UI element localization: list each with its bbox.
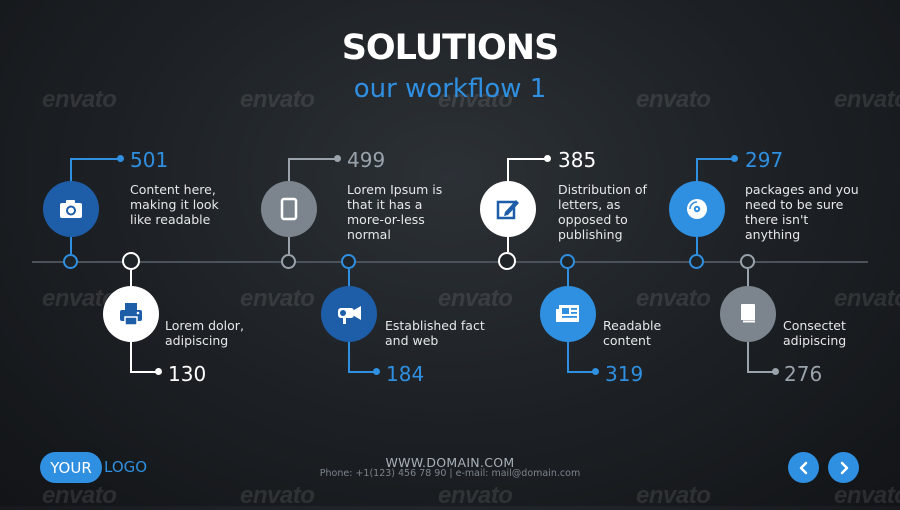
connector-line xyxy=(507,158,547,160)
step-number: 319 xyxy=(605,362,644,386)
connector-line xyxy=(348,342,350,372)
connector-line xyxy=(567,269,569,286)
connector-dot xyxy=(544,155,551,162)
step-icon-circle xyxy=(103,286,159,342)
step-number: 499 xyxy=(347,148,386,172)
timeline-dot xyxy=(689,254,704,269)
next-button[interactable] xyxy=(828,452,859,483)
timeline-line xyxy=(32,261,868,263)
connector-line xyxy=(288,158,337,160)
step-number: 385 xyxy=(558,148,597,172)
connector-line xyxy=(288,158,290,183)
tablet-icon xyxy=(280,197,298,221)
watermark: envato xyxy=(438,285,513,312)
connector-line xyxy=(288,237,290,254)
step-description: Readable content xyxy=(603,318,662,348)
connector-line xyxy=(130,270,132,286)
connector-dot xyxy=(373,368,380,375)
watermark: envato xyxy=(834,86,900,113)
step-description-line: Consectetr adipiscing xyxy=(783,318,847,348)
watermark: envato xyxy=(240,482,315,509)
website-url[interactable]: WWW.DOMAIN.COM xyxy=(385,455,515,470)
timeline-dot xyxy=(122,252,140,270)
watermark: envato xyxy=(438,86,513,113)
connector-line xyxy=(696,158,734,160)
watermark: envato xyxy=(834,285,900,312)
logo-badge[interactable]: YOUR xyxy=(40,452,102,483)
video-camera-icon xyxy=(338,306,361,324)
connector-line xyxy=(130,371,158,373)
connector-line xyxy=(130,342,132,372)
logo-text: LOGO xyxy=(104,458,148,476)
step-number: 184 xyxy=(386,362,425,386)
step-icon-circle xyxy=(321,286,377,342)
connector-dot xyxy=(334,155,341,162)
connector-line xyxy=(747,342,749,372)
connector-dot xyxy=(772,368,779,375)
connector-line xyxy=(70,158,72,183)
step-icon-circle xyxy=(480,181,536,237)
chevron-left-icon xyxy=(799,461,807,474)
watermark: envato xyxy=(636,86,711,113)
step-icon-circle xyxy=(261,181,317,237)
timeline-dot xyxy=(341,254,356,269)
camera-icon xyxy=(60,200,82,218)
step-description: Lorem Ipsum is that it has a more-or-les… xyxy=(347,182,443,242)
book-icon xyxy=(741,304,755,323)
contact-info: Phone: +1(123) 456 78 90 | e-mail: mail@… xyxy=(319,468,581,479)
step-number: 276 xyxy=(784,362,823,386)
step-number: 130 xyxy=(168,362,207,386)
step-icon-circle xyxy=(540,286,596,342)
page-title: SOLUTIONS xyxy=(341,28,560,68)
connector-line xyxy=(348,269,350,286)
connector-line xyxy=(747,371,775,373)
step-icon-circle xyxy=(720,286,776,342)
connector-line xyxy=(507,237,509,252)
connector-line xyxy=(507,158,509,183)
step-description: Distribution of letters, as opposed to p… xyxy=(558,182,647,242)
step-description: Consectetr adipiscing xyxy=(783,318,847,348)
newspaper-icon xyxy=(556,305,579,322)
connector-dot xyxy=(155,368,162,375)
connector-dot xyxy=(117,155,124,162)
watermark: envato xyxy=(834,482,900,509)
watermark: envato xyxy=(42,86,117,113)
connector-line xyxy=(567,342,569,372)
disc-icon xyxy=(687,199,707,219)
timeline-dot xyxy=(63,254,78,269)
step-number: 297 xyxy=(745,148,784,172)
step-icon-circle xyxy=(43,181,99,237)
connector-line xyxy=(567,371,595,373)
connector-line xyxy=(696,158,698,183)
connector-dot xyxy=(731,155,738,162)
step-description: Content here, making it look like readab… xyxy=(130,182,219,227)
watermark: envato xyxy=(240,285,315,312)
connector-line xyxy=(70,237,72,254)
edit-icon xyxy=(496,200,519,220)
connector-line xyxy=(747,269,749,286)
timeline-dot xyxy=(740,254,755,269)
timeline-dot xyxy=(560,254,575,269)
timeline-dot xyxy=(498,252,516,270)
page-subtitle: our workflow 1 xyxy=(353,74,547,104)
watermark: envato xyxy=(42,482,117,509)
printer-icon xyxy=(120,303,142,326)
step-description: packages and you need to be sure there i… xyxy=(745,182,859,242)
step-icon-circle xyxy=(669,181,725,237)
prev-button[interactable] xyxy=(788,452,819,483)
step-number: 501 xyxy=(130,148,169,172)
connector-line xyxy=(348,371,376,373)
connector-dot xyxy=(592,368,599,375)
watermark: envato xyxy=(636,482,711,509)
watermark: envato xyxy=(636,285,711,312)
connector-line xyxy=(70,158,120,160)
step-description: Lorem dolor, adipiscing xyxy=(165,318,244,348)
connector-line xyxy=(696,237,698,254)
chevron-right-icon xyxy=(840,461,848,474)
watermark: envato xyxy=(240,86,315,113)
step-description: Established fact and web xyxy=(385,318,485,348)
timeline-dot xyxy=(281,254,296,269)
watermark: envato xyxy=(438,482,513,509)
